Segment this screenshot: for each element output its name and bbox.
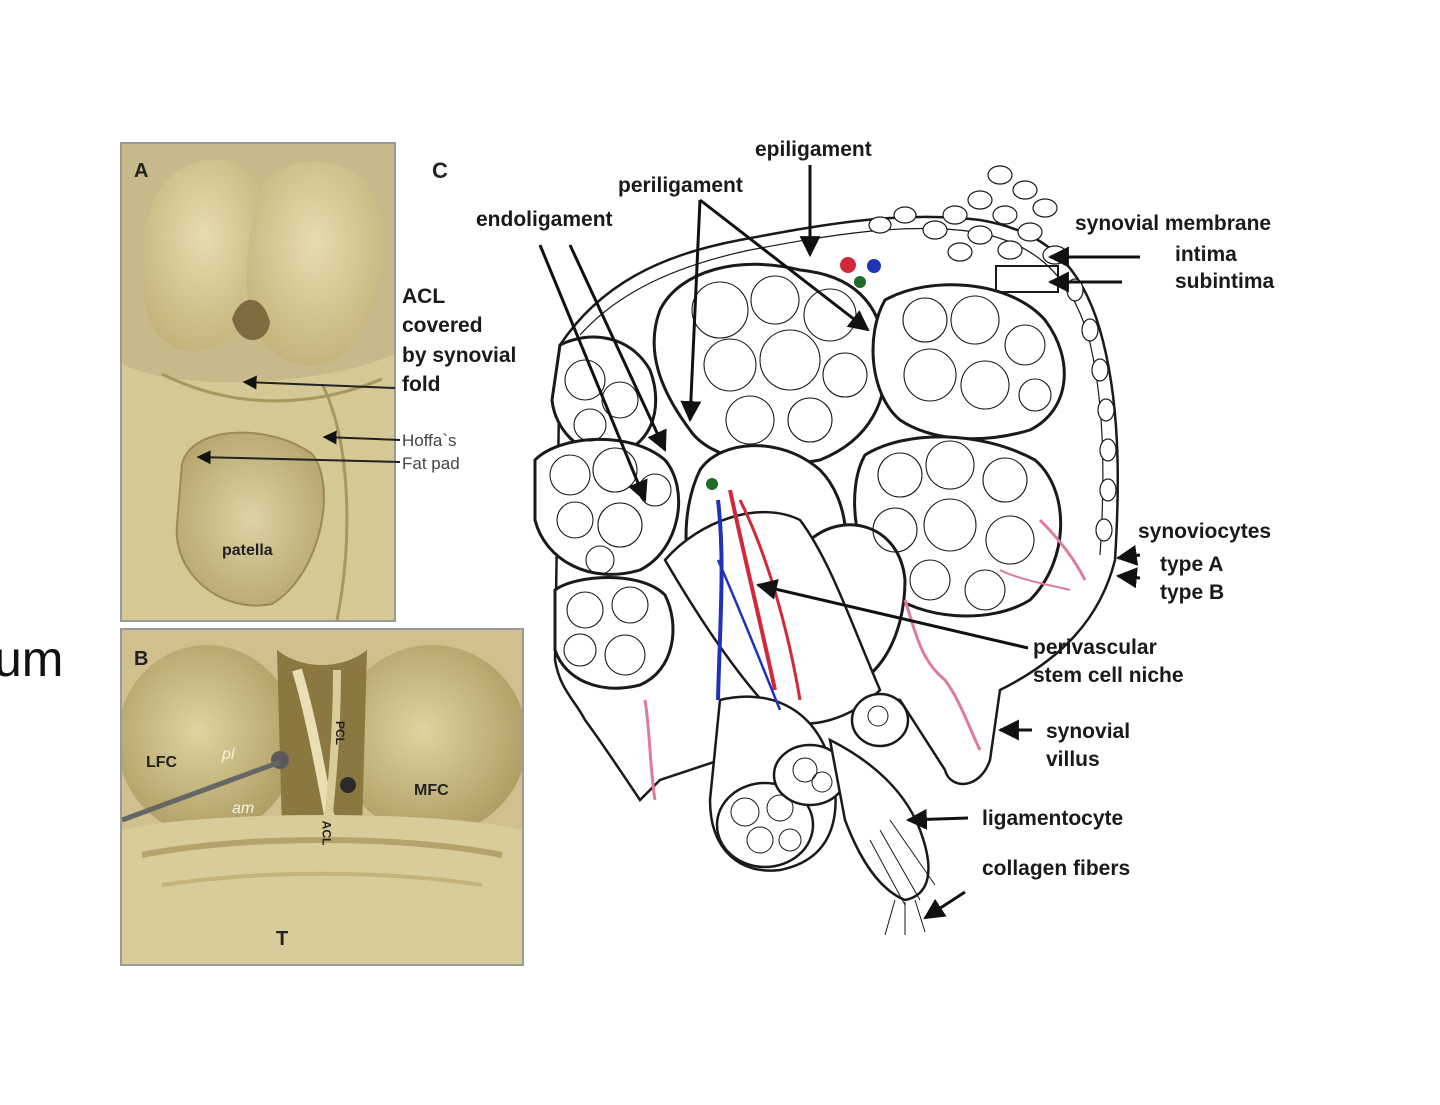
collagen-fibers-arrow — [923, 890, 966, 920]
periligament-arrow-right — [699, 198, 870, 332]
ligamentocyte-arrow — [905, 808, 969, 830]
vessel-dot-green-2 — [706, 478, 718, 490]
panel-a-photo: A patella — [120, 142, 396, 622]
fascicle-left-mid — [533, 437, 681, 576]
acl-label-line-3: by synovial — [402, 343, 517, 367]
endoligament-arrow-1 — [538, 244, 648, 502]
cut-off-title-fragment: um — [0, 631, 64, 687]
subintima-box — [995, 265, 1059, 293]
fascicle-left-low — [553, 576, 675, 690]
fascicles — [533, 262, 1066, 692]
fascicle-left-top — [550, 335, 658, 457]
lfc-label: LFC — [146, 754, 178, 771]
hoffa-label-line-2: Fat pad — [402, 453, 460, 473]
perivascular-line-2: stem cell niche — [1033, 664, 1184, 688]
acl-b-label: ACL — [319, 820, 334, 846]
intercondylar-notch-shape — [232, 299, 270, 341]
collagen-fibers-label: collagen fibers — [982, 857, 1131, 880]
pl-label: pl — [222, 746, 235, 763]
acl-label-line-2: covered — [402, 314, 483, 338]
epiligament-label: epiligament — [755, 138, 872, 161]
synovial-villus-line-1: synovial — [1046, 720, 1131, 743]
fascicle-top-right — [871, 283, 1066, 441]
fascicle-right-mid — [853, 435, 1063, 618]
synovial-membrane-label: synovial membrane — [1075, 212, 1272, 235]
vessel-dot-green — [854, 276, 866, 288]
acl-label-line-4: fold — [402, 373, 441, 397]
probe-shape — [122, 759, 281, 823]
mfc-shape — [337, 645, 522, 835]
perivascular-label: perivascular stem cell niche — [1033, 634, 1184, 691]
endoligament-arrow-2 — [568, 244, 667, 452]
pcl-bundle-shape — [323, 669, 341, 831]
panel-b-photo: B LFC MFC pl am PCL ACL T — [120, 628, 524, 966]
panel-c-letter: C — [432, 158, 448, 183]
panel-a-specimen-drawing — [122, 144, 394, 620]
perivascular-line-1: perivascular — [1033, 636, 1157, 659]
fiber-bundle-detail — [730, 705, 936, 936]
patella-label: patella — [222, 542, 273, 559]
intima-label: intima — [1175, 243, 1237, 266]
type-a-label: type A — [1160, 553, 1224, 576]
periligament-label: periligament — [618, 174, 743, 197]
type-b-label: type B — [1160, 581, 1225, 604]
mfc-label: MFC — [414, 782, 449, 799]
vessel-dot-blue — [867, 259, 881, 273]
blood-vessels — [643, 489, 1087, 801]
vessel-dot-red — [840, 257, 856, 273]
synovial-membrane-outline — [553, 215, 1120, 802]
fascicle-right-low — [795, 523, 907, 692]
hoffa-label-line-1: Hoffa`s — [402, 431, 457, 450]
type-a-arrow — [1115, 545, 1141, 566]
endoligament-label: endoligament — [476, 208, 613, 231]
fiber-bundle — [663, 511, 930, 902]
ligamentocyte-label: ligamentocyte — [982, 807, 1124, 830]
synovial-villus-label: synovial villus — [1046, 718, 1130, 775]
acl-label-line-1: ACL — [402, 285, 446, 308]
lateral-condyle-shape — [141, 159, 267, 352]
subintima-line — [579, 227, 1104, 556]
panel-b-letter: B — [134, 648, 149, 670]
tibia-shape — [122, 815, 522, 964]
panel-b-specimen-drawing — [122, 630, 522, 964]
fibril-network — [549, 275, 1052, 676]
lfc-shape — [122, 645, 297, 835]
medial-condyle-shape — [246, 161, 383, 366]
fascicle-center-large — [684, 444, 848, 633]
periligament-arrow-left — [680, 199, 702, 423]
pcl-label: PCL — [333, 721, 347, 745]
fascicle-top-center — [652, 262, 888, 466]
panel-a-letter: A — [134, 160, 149, 182]
tunnel-hole — [340, 777, 356, 793]
type-b-arrow — [1115, 567, 1141, 589]
synovial-villus-line-2: villus — [1046, 748, 1100, 772]
am-label: am — [232, 800, 255, 817]
synoviocytes-label: synoviocytes — [1138, 520, 1272, 543]
hoffa-fat-pad-label: Hoffa`s Fat pad — [402, 430, 460, 476]
acl-covered-label: ACL covered by synovial fold — [402, 282, 516, 400]
patella-shape — [175, 431, 325, 607]
subintima-label: subintima — [1175, 270, 1275, 293]
annotation-arrows — [538, 165, 1141, 920]
tibia-t-label: T — [276, 928, 289, 950]
perivascular-arrow — [755, 579, 1029, 650]
